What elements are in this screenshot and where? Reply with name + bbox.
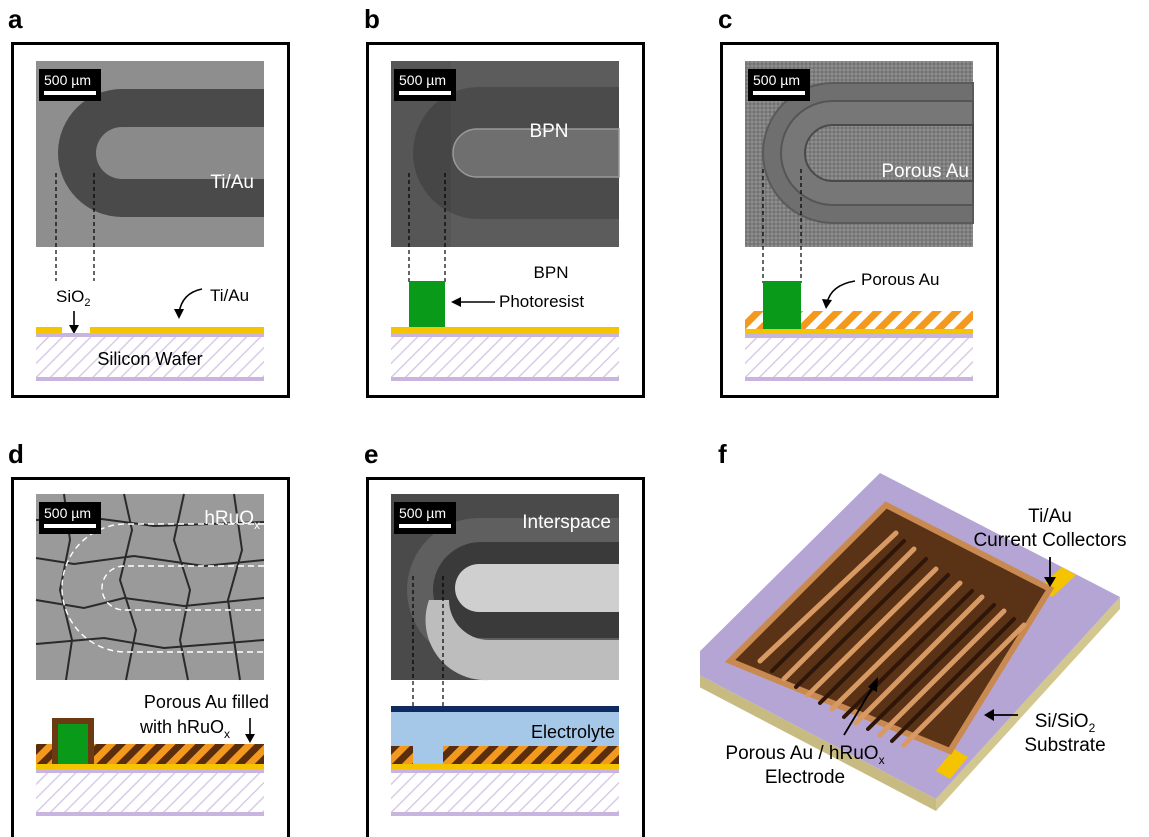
photo-label-porous-au: Porous Au [881,161,969,182]
sio2-layer [391,769,619,773]
panel-label-a: a [8,4,23,34]
arrow-head [868,677,878,692]
electrolyte-layer [391,712,619,746]
scale-bar: 500 µm [394,69,456,101]
wafer-bottom [391,377,619,381]
panel-d: hRuOx Porous Au filled with hRuOx 500 µm [11,477,290,837]
scale-bar: 500 µm [748,69,810,101]
scale-bar-line [44,524,96,528]
wafer-label: Silicon Wafer [97,349,202,369]
scale-bar-line [44,91,96,95]
arrow-head [174,309,184,319]
panel-label-e: e [364,439,379,469]
scale-bar-label: 500 µm [753,72,800,88]
panel-label-d: d [8,439,24,469]
tiau-layer-left [36,327,62,333]
sio2-layer [391,333,619,337]
arrow-head [822,299,832,309]
panel-a: Ti/Au SiO2 Ti/Au Silicon Wafer 500 µm [11,42,290,398]
substrate-label-line2: Substrate [1024,735,1105,756]
arrow-head [245,734,255,743]
sio2-label: SiO2 [56,287,90,309]
tiau-layer [391,327,619,333]
interdigitated-electrode [724,501,1055,755]
arrow-line [843,684,875,736]
photoresist-block [763,281,801,331]
panel-a-figure: Ti/Au SiO2 Ti/Au Silicon Wafer [36,61,264,381]
tiau-layer-right [90,327,264,333]
sio2-layer [36,333,264,337]
tiau-layer [745,329,973,334]
photoresist-label: Photoresist [499,292,584,311]
arrow-head [69,325,79,334]
porous-au-hruox-layer [391,746,619,764]
photoresist-block [409,281,445,327]
sem-image-b [391,61,620,247]
panel-label-c: c [718,4,733,34]
silicon-wafer [391,773,619,813]
scale-bar: 500 µm [39,69,101,101]
photo-label-tiau: Ti/Au [210,172,254,193]
electrode-label-line2: Electrode [765,767,845,788]
fill-label-line1: Porous Au filled [144,692,269,712]
silicon-wafer [36,773,264,813]
photo-label-interspace: Interspace [522,512,611,533]
silicon-wafer [391,337,619,379]
tiau-layer [391,764,619,769]
bpn-label: BPN [534,263,569,282]
panel-b: BPN BPN Photoresist 500 µm [366,42,645,398]
photo-label-bpn: BPN [529,121,568,142]
scale-bar-label: 500 µm [399,72,446,88]
scale-bar: 500 µm [394,502,456,534]
panel-f-device-illustration: Ti/Au Current Collectors Porous Au / hRu… [700,473,1127,811]
arrow-head [984,709,994,721]
current-collector-bottom [936,749,968,779]
wafer-bottom [745,377,973,381]
electrolyte-label: Electrolyte [531,722,615,742]
scale-bar-line [399,524,451,528]
interspace-gap [413,746,443,764]
panel-e: Interspace Electrolyte 500 µm [366,477,645,837]
scale-bar-line [399,91,451,95]
fill-label-line2: with hRuOx [139,717,230,741]
substrate-label-line1: Si/SiO2 [1035,711,1096,735]
electrolyte-top [391,706,619,712]
tiau-label: Ti/Au [210,286,249,305]
collectors-label-line1: Ti/Au [1028,506,1072,527]
panel-b-figure: BPN BPN Photoresist [391,61,620,381]
photo-label-hruox: hRuOx [204,508,260,532]
wafer-bottom [391,812,619,816]
sio2-layer [745,334,973,338]
sio2-layer [36,769,264,773]
wafer-bottom [36,377,264,381]
panel-c: Porous Au Porous Au 500 µm [720,42,999,398]
scale-bar: 500 µm [39,502,101,534]
porous-au-layer [745,311,973,331]
silicon-wafer [36,337,264,379]
photoresist-block [58,724,88,768]
curved-arrow [826,280,856,304]
panel-e-figure: Interspace Electrolyte [391,494,619,816]
tiau-layer [36,764,264,769]
panel-label-b: b [364,4,380,34]
panel-label-f: f [718,439,727,469]
electrode-label-line1: Porous Au / hRuOx [725,743,884,767]
porous-au-label: Porous Au [861,270,939,289]
scale-bar-line [753,91,805,95]
silicon-wafer [745,338,973,378]
arrow-head [1044,577,1056,587]
scale-bar-label: 500 µm [44,505,91,521]
scale-bar-label: 500 µm [399,505,446,521]
arrow-head [451,297,461,307]
scale-bar-label: 500 µm [44,72,91,88]
sem-image-a [36,61,264,247]
collectors-label-line2: Current Collectors [973,530,1126,551]
wafer-bottom [36,812,264,816]
